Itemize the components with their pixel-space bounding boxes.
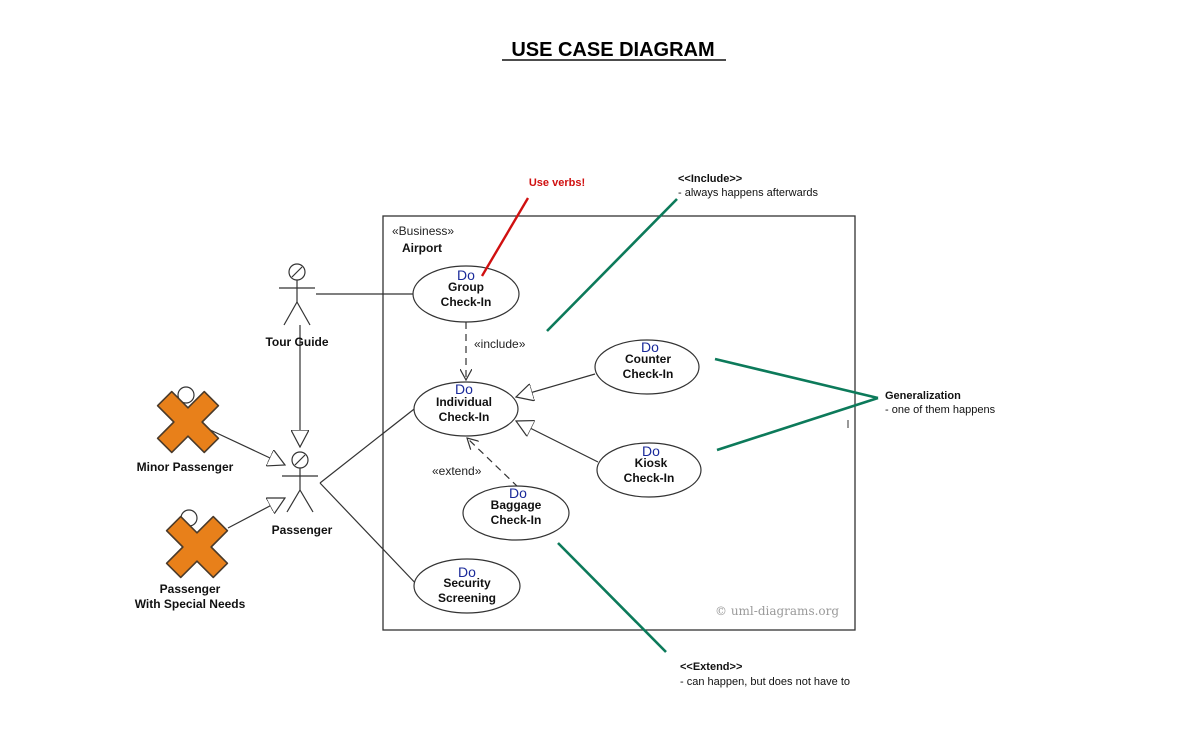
usecase-security-screening: Do Security Screening (413, 558, 521, 614)
generalization-pointer-counter (714, 357, 879, 400)
actor-minor-passenger: Minor Passenger (137, 386, 234, 474)
usecase-counter-checkin: Do Counter Check-In (594, 339, 700, 395)
page-title: USE CASE DIAGRAM (511, 39, 714, 61)
usecase-label: Baggage (491, 498, 542, 512)
gen-specialneeds-passenger (227, 498, 285, 529)
do-label: Do (509, 485, 527, 501)
do-label: Do (455, 381, 473, 397)
cross-out-icon (156, 390, 220, 454)
generalization-note-desc: - one of them happens (885, 404, 996, 416)
actor-passenger: Passenger (272, 451, 333, 537)
actor-head-icon (177, 386, 195, 404)
usecase-individual-checkin: Do Individual Check-In (413, 381, 519, 437)
extend-relation-label: «extend» (432, 464, 482, 478)
include-relation-label: «include» (474, 337, 526, 351)
cross-out-icon (165, 515, 229, 579)
generalization-note-title: Generalization (885, 390, 961, 402)
do-label: Do (457, 267, 475, 283)
extend-relation-line (467, 438, 519, 488)
do-label: Do (641, 339, 659, 355)
do-label: Do (458, 564, 476, 580)
actor-tour-guide: Tour Guide (265, 263, 329, 349)
usecase-label: Kiosk (635, 456, 668, 470)
include-note-pointer (546, 198, 678, 332)
usecase-label: Check-In (624, 471, 675, 485)
extend-note-desc: - can happen, but does not have to (680, 676, 850, 688)
usecase-label: Check-In (623, 367, 674, 381)
usecase-label: Counter (625, 352, 671, 366)
actor-label-minor-passenger: Minor Passenger (137, 460, 234, 474)
actor-label-special-needs-1: Passenger (160, 582, 221, 596)
actor-label-tour-guide: Tour Guide (265, 335, 328, 349)
generalization-pointer-kiosk (716, 396, 879, 452)
stick-figure-icon (279, 263, 315, 326)
usecase-label: Check-In (439, 410, 490, 424)
gen-counter-individual (516, 373, 596, 397)
usecase-label: Check-In (491, 513, 542, 527)
gen-minor-passenger (205, 427, 285, 465)
boundary-stereotype: «Business» (392, 224, 454, 238)
stick-figure-icon (282, 451, 318, 513)
extend-note-title: <<Extend>> (680, 661, 742, 673)
usecase-kiosk-checkin: Do Kiosk Check-In (596, 442, 702, 498)
usecase-label: Group (448, 280, 484, 294)
usecase-baggage-checkin: Do Baggage Check-In (462, 485, 570, 541)
actor-special-needs-passenger: Passenger With Special Needs (135, 509, 246, 611)
use-verbs-pointer (480, 197, 530, 277)
include-note-title: <<Include>> (678, 173, 742, 185)
gen-kiosk-individual (516, 421, 599, 463)
do-label: Do (642, 443, 660, 459)
boundary-name: Airport (402, 241, 442, 255)
actor-label-special-needs-2: With Special Needs (135, 597, 246, 611)
include-note-desc: - always happens afterwards (678, 187, 819, 199)
actor-label-passenger: Passenger (272, 523, 333, 537)
usecase-label: Screening (438, 591, 496, 605)
copyright-text: © uml-diagrams.org (715, 604, 839, 618)
usecase-label: Individual (436, 395, 492, 409)
use-verbs-note: Use verbs! (529, 177, 585, 189)
assoc-passenger-individual (319, 405, 419, 484)
usecase-group-checkin: Do Group Check-In (412, 265, 520, 323)
usecase-label: Security (443, 576, 491, 590)
system-boundary (382, 215, 856, 631)
assoc-passenger-security (319, 482, 421, 589)
usecase-label: Check-In (441, 295, 492, 309)
extend-note-pointer (557, 542, 667, 653)
